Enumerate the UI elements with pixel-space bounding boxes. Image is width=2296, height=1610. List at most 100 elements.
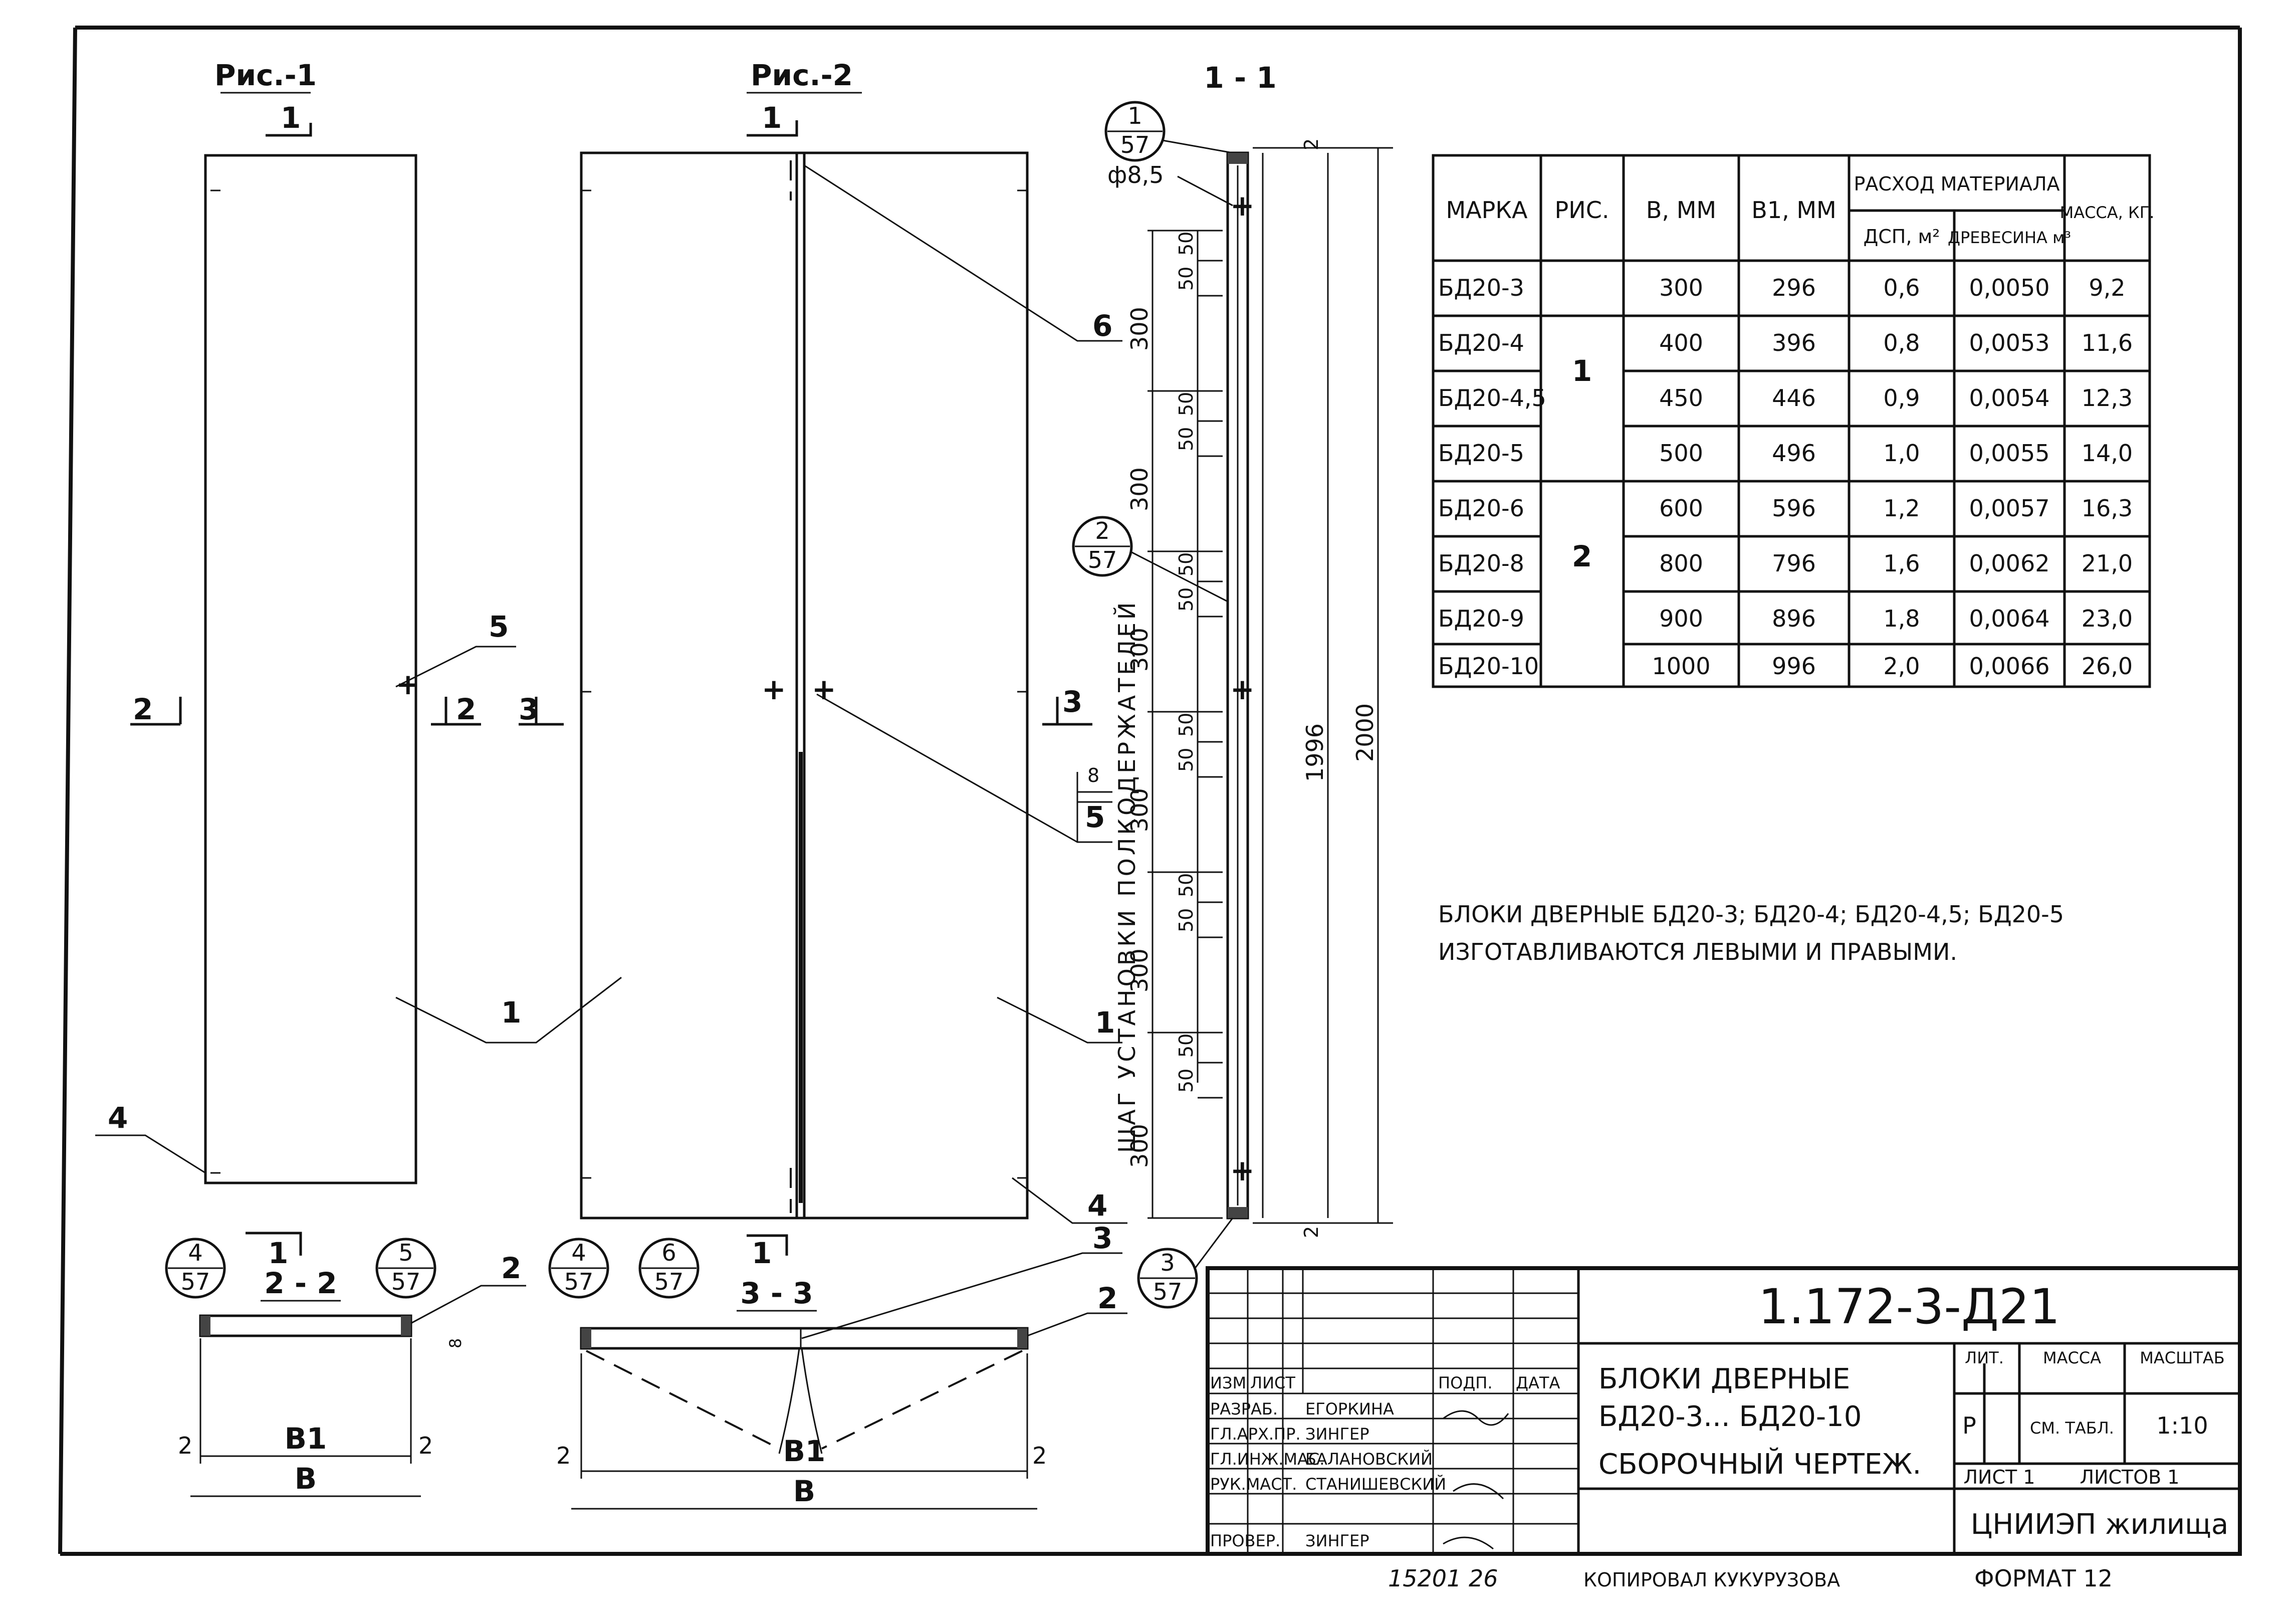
doc-number: 1.172-3-Д21	[1758, 1279, 2060, 1335]
section-22-title: 2 - 2	[264, 1266, 337, 1300]
name-prover: ЗИНГЕР	[1305, 1531, 1369, 1550]
hdr-list: ЛИСТ	[1250, 1373, 1295, 1392]
table-cell-b1: 296	[1772, 274, 1816, 301]
hole-50-j: 50	[1175, 908, 1197, 932]
title-line-3: СБОРОЧНЫЙ ЧЕРТЕЖ.	[1598, 1448, 1921, 1481]
fig1-cut-2-right-label: 2	[456, 692, 476, 726]
callout-1-fig2-leader	[997, 996, 1122, 1044]
callout-5: 5	[489, 610, 509, 644]
table-cell-wood: 0,0050	[1969, 274, 2050, 301]
role-rukmast: РУК.МАСТ.	[1210, 1475, 1297, 1494]
title-line-2: БД20-3... БД20-10	[1598, 1400, 1862, 1433]
table-cell-dsp: 0,8	[1883, 329, 1920, 356]
table-cell-b1: 446	[1772, 384, 1816, 412]
table-cell-mass: 26,0	[2082, 653, 2133, 680]
ref-3-leader	[1194, 1218, 1234, 1269]
fig1-hinge-ticks	[210, 189, 220, 1174]
callout-2-sec22-leader	[410, 1285, 526, 1324]
lit-label: ЛИТ.	[1965, 1348, 2004, 1367]
callout-1: 1	[501, 995, 521, 1030]
spec-table-rows	[1433, 209, 2150, 646]
table-cell-marka: БД20-3	[1438, 274, 1524, 301]
callout-3: 3	[1092, 1221, 1112, 1255]
fig1-cut-bottom-mark	[246, 1232, 302, 1256]
sheet-number: ЛИСТ 1	[1963, 1466, 2035, 1488]
spec-table: МАРКА РИС. В, ММ В1, ММ РАСХОД МАТЕРИАЛА…	[1432, 154, 2154, 688]
table-cell-mass: 14,0	[2082, 440, 2133, 467]
th-b: В, ММ	[1646, 196, 1716, 224]
hole-50-k: 50	[1175, 1034, 1197, 1058]
sheet-frame	[58, 26, 2242, 1556]
fig1-cut-2-right-mark	[431, 697, 481, 726]
section-33-swing-curves	[778, 1348, 823, 1454]
sec22-dim-b1: В1	[285, 1422, 327, 1456]
callout-6-leader	[804, 164, 1122, 342]
table-cell-wood: 0,0053	[1969, 329, 2050, 356]
fig1-cut-2-left-label: 2	[133, 692, 153, 726]
sec33-dim-2-right: 2	[1032, 1442, 1047, 1469]
table-cell-wood: 0,0057	[1969, 495, 2050, 522]
table-cell-mass: 9,2	[2089, 274, 2125, 301]
fig2-cut-top-label: 1	[762, 101, 782, 135]
pitch-300-5: 300	[1126, 948, 1153, 992]
table-cell-wood: 0,0064	[1969, 605, 2050, 632]
signatures	[1443, 1410, 1509, 1550]
hole-50-f: 50	[1175, 587, 1197, 612]
hdr-izm: ИЗМ	[1210, 1373, 1246, 1392]
callout-2-sec22: 2	[501, 1251, 521, 1285]
dim-2-bottom: 2	[1300, 1226, 1322, 1238]
table-cell-dsp: 2,0	[1883, 653, 1920, 680]
title-block-border	[1206, 1266, 2242, 1556]
fig2-centre-joint	[795, 153, 806, 1218]
callout-1-fig2: 1	[1095, 1005, 1115, 1040]
callout-small-5: 5	[1085, 800, 1105, 834]
callout-small-8: 8	[1087, 764, 1099, 786]
section-33-title: 3 - 3	[740, 1276, 813, 1310]
callout-3-leader	[801, 1252, 1122, 1339]
table-cell-b1: 396	[1772, 329, 1816, 356]
title-block-right-grid	[1577, 1268, 2240, 1554]
fig2-cut-3-right-label: 3	[1062, 685, 1082, 719]
dim-ext-lines	[1253, 147, 1393, 1224]
ref-4a-sheet: 57	[181, 1268, 210, 1295]
fig2-ticks	[581, 189, 1027, 1179]
ref-6-num: 6	[661, 1239, 676, 1266]
th-b1: В1, ММ	[1751, 196, 1836, 224]
table-cell-marka: БД20-4	[1438, 329, 1524, 356]
hdr-podp: ПОДП.	[1438, 1373, 1492, 1392]
org-name: ЦНИИЭП жилища	[1971, 1508, 2228, 1541]
footer-copied: КОПИРОВАЛ КУКУРУЗОВА	[1583, 1569, 1840, 1591]
table-cell-mass: 16,3	[2082, 495, 2133, 522]
group-fig-2: 2	[1572, 539, 1592, 573]
hole-50-l: 50	[1175, 1069, 1197, 1093]
dim-phi: ф8,5	[1107, 161, 1164, 188]
scale-value: 1:10	[2156, 1412, 2208, 1439]
note-line-2: ИЗГОТАВЛИВАЮТСЯ ЛЕВЫМИ И ПРАВЫМИ.	[1438, 938, 1957, 965]
ref-4b-num: 4	[571, 1239, 586, 1266]
section-22-panel	[199, 1314, 412, 1337]
ref-5-num: 5	[398, 1239, 413, 1266]
table-cell-wood: 0,0062	[1969, 550, 2050, 577]
section-33-left-edge	[581, 1328, 591, 1348]
fig2-cut-3-right-mark	[1042, 697, 1092, 726]
ref-1-sheet: 57	[1120, 131, 1150, 158]
ref-2-sheet: 57	[1088, 546, 1117, 573]
section-22-right-edge	[401, 1316, 411, 1336]
table-cell-b: 1000	[1652, 653, 1710, 680]
ref-1-leader	[1162, 139, 1233, 154]
hole-50-h: 50	[1175, 748, 1197, 772]
footer-number: 15201 26	[1388, 1565, 1498, 1592]
section-11-title: 1 - 1	[1204, 61, 1276, 95]
th-drevesina: ДРЕВЕСИНА м³	[1948, 228, 2071, 247]
pitch-300-2: 300	[1126, 467, 1153, 511]
fig1-cut-top-label: 1	[281, 101, 301, 135]
th-rashod: РАСХОД МАТЕРИАЛА	[1854, 173, 2059, 195]
section-11-bottom-edge	[1228, 1207, 1248, 1218]
table-cell-b1: 796	[1772, 550, 1816, 577]
callout-2-sec33-leader	[1027, 1312, 1127, 1337]
ref-5-sheet: 57	[391, 1268, 421, 1295]
callout-4-fig2: 4	[1087, 1188, 1107, 1223]
callout-8-5-leader	[816, 693, 1112, 843]
sec22-dim-b: В	[295, 1462, 317, 1496]
